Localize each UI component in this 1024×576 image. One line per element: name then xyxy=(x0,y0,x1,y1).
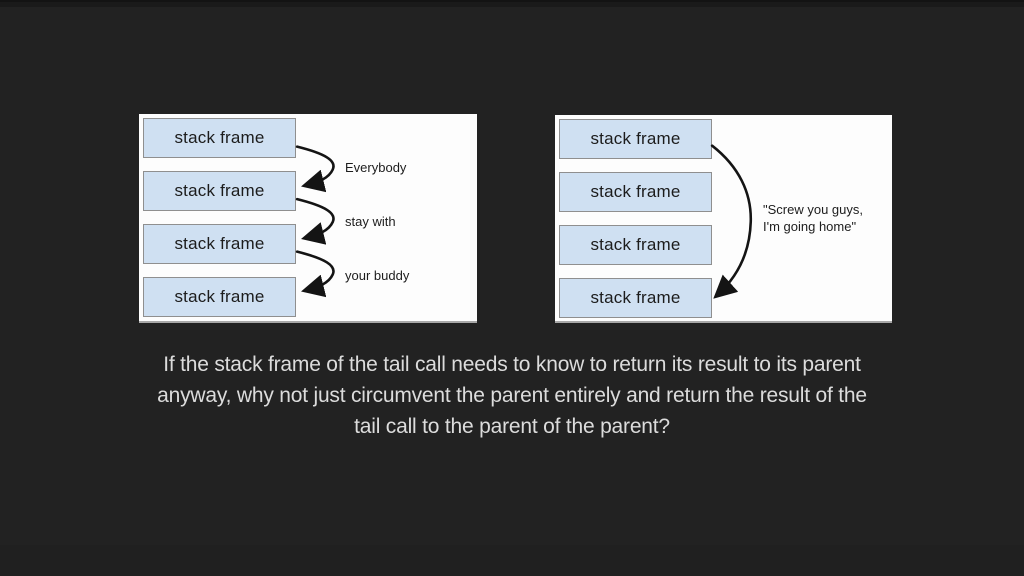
stack-frame-box: stack frame xyxy=(559,225,712,265)
arrow-label: your buddy xyxy=(345,268,410,283)
curved-arrow-icon xyxy=(710,144,753,299)
curved-arrow-icon xyxy=(295,250,335,298)
stack-frame-box: stack frame xyxy=(143,118,296,158)
stack-frame-box: stack frame xyxy=(143,277,296,317)
stack-frame-box: stack frame xyxy=(559,119,712,159)
stack-frame-box: stack frame xyxy=(559,172,712,212)
arrow-label: Everybody xyxy=(345,160,407,175)
caption-line: anyway, why not just circumvent the pare… xyxy=(157,384,867,407)
arrow-quote-line: I'm going home" xyxy=(763,219,857,234)
diagram-panel-tail-call-bypass: stack frame stack frame stack frame stac… xyxy=(555,115,892,323)
curved-arrow-icon xyxy=(295,197,335,245)
caption-line: If the stack frame of the tail call need… xyxy=(163,353,861,376)
stack-frame-box: stack frame xyxy=(143,224,296,264)
arrow-quote-label: "Screw you guys, I'm going home" xyxy=(763,201,863,235)
stack-frame-box: stack frame xyxy=(143,171,296,211)
arrow-quote-line: "Screw you guys, xyxy=(763,202,863,217)
caption-line: tail call to the parent of the parent? xyxy=(354,415,670,438)
diagram-panel-normal-returns: stack frame stack frame stack frame stac… xyxy=(139,114,477,323)
arrow-label: stay with xyxy=(345,214,396,229)
slide-caption: If the stack frame of the tail call need… xyxy=(0,349,1024,442)
top-letterbox-bar xyxy=(0,0,1024,7)
bottom-shade-strip xyxy=(0,545,1024,576)
stack-frame-box: stack frame xyxy=(559,278,712,318)
curved-arrow-icon xyxy=(295,145,335,193)
